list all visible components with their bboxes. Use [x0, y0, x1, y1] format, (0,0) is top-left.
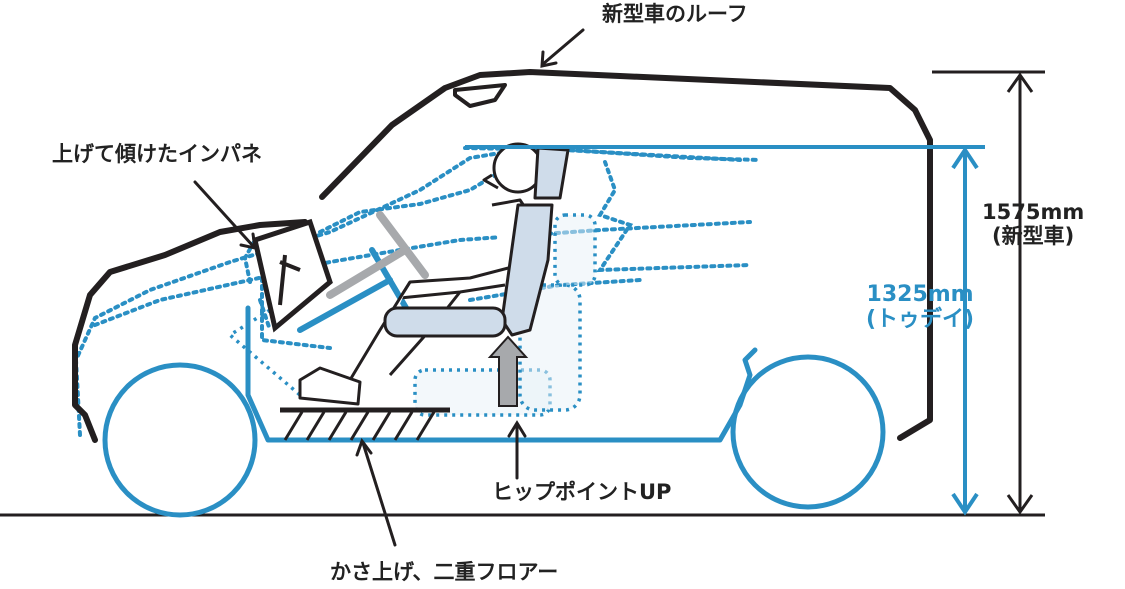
today-height-value: 1325mm — [866, 282, 974, 307]
instrument-panel — [252, 218, 333, 333]
today-height-label: 1325mm (トゥデイ) — [866, 282, 974, 333]
old-height-dimension — [465, 145, 985, 516]
raised-floor-label: かさ上げ、二重フロアー — [330, 560, 559, 584]
raised-floor-hatch — [280, 407, 450, 441]
leader-lines — [193, 28, 585, 547]
old-car-solid-body — [102, 305, 886, 518]
today-height-note: (トゥデイ) — [866, 307, 975, 333]
hip-point-up-arrow — [487, 335, 529, 407]
new-car-height-note: (新型車) — [992, 224, 1075, 249]
new-seat — [383, 146, 570, 338]
hip-point-label: ヒップポイントUP — [492, 480, 672, 504]
new-height-dimension — [932, 70, 1045, 515]
new-steering-wheel — [326, 211, 429, 299]
new-car-height-value: 1575mm — [982, 200, 1085, 224]
new-car-height-label: 1575mm (新型車) — [982, 200, 1084, 248]
new-car-body — [72, 69, 933, 443]
roof-label: 新型車のルーフ — [602, 2, 748, 26]
instrument-panel-label: 上げて傾けたインパネ — [52, 142, 262, 166]
